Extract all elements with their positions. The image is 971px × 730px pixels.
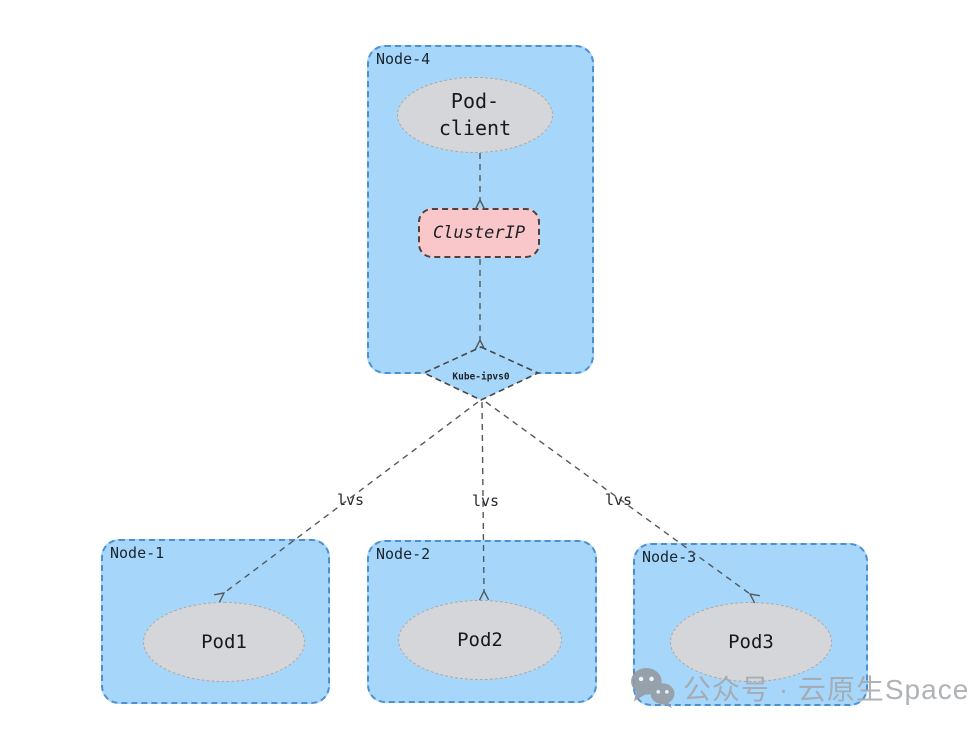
pod1-ellipse: Pod1 (143, 602, 305, 682)
kube-ipvs0-label: Kube-ipvs0 (452, 371, 510, 383)
clusterip-label: ClusterIP (432, 223, 526, 243)
edge-label-lvs-middle: lvs (472, 492, 500, 510)
edge-label-lvs-right: lvs (605, 491, 633, 509)
pod-client-ellipse: Pod-client (397, 77, 553, 153)
node3-label: Node-3 (642, 548, 697, 566)
pod-client-label: Pod-client (438, 89, 512, 140)
pod2-label: Pod2 (457, 629, 503, 651)
pod3-ellipse: Pod3 (670, 602, 832, 682)
node4-label: Node-4 (376, 50, 431, 68)
node1-label: Node-1 (110, 544, 165, 562)
watermark: 公众号 · 云原生Space (630, 667, 969, 709)
pod3-label: Pod3 (728, 631, 774, 653)
pod2-ellipse: Pod2 (398, 600, 562, 680)
wechat-icon (631, 667, 675, 709)
clusterip-box: ClusterIP (418, 208, 540, 258)
pod1-label: Pod1 (201, 631, 247, 653)
edge-label-lvs-left: lvs (337, 491, 365, 509)
node2-label: Node-2 (376, 545, 431, 563)
watermark-text: 公众号 · 云原生Space (683, 674, 970, 705)
